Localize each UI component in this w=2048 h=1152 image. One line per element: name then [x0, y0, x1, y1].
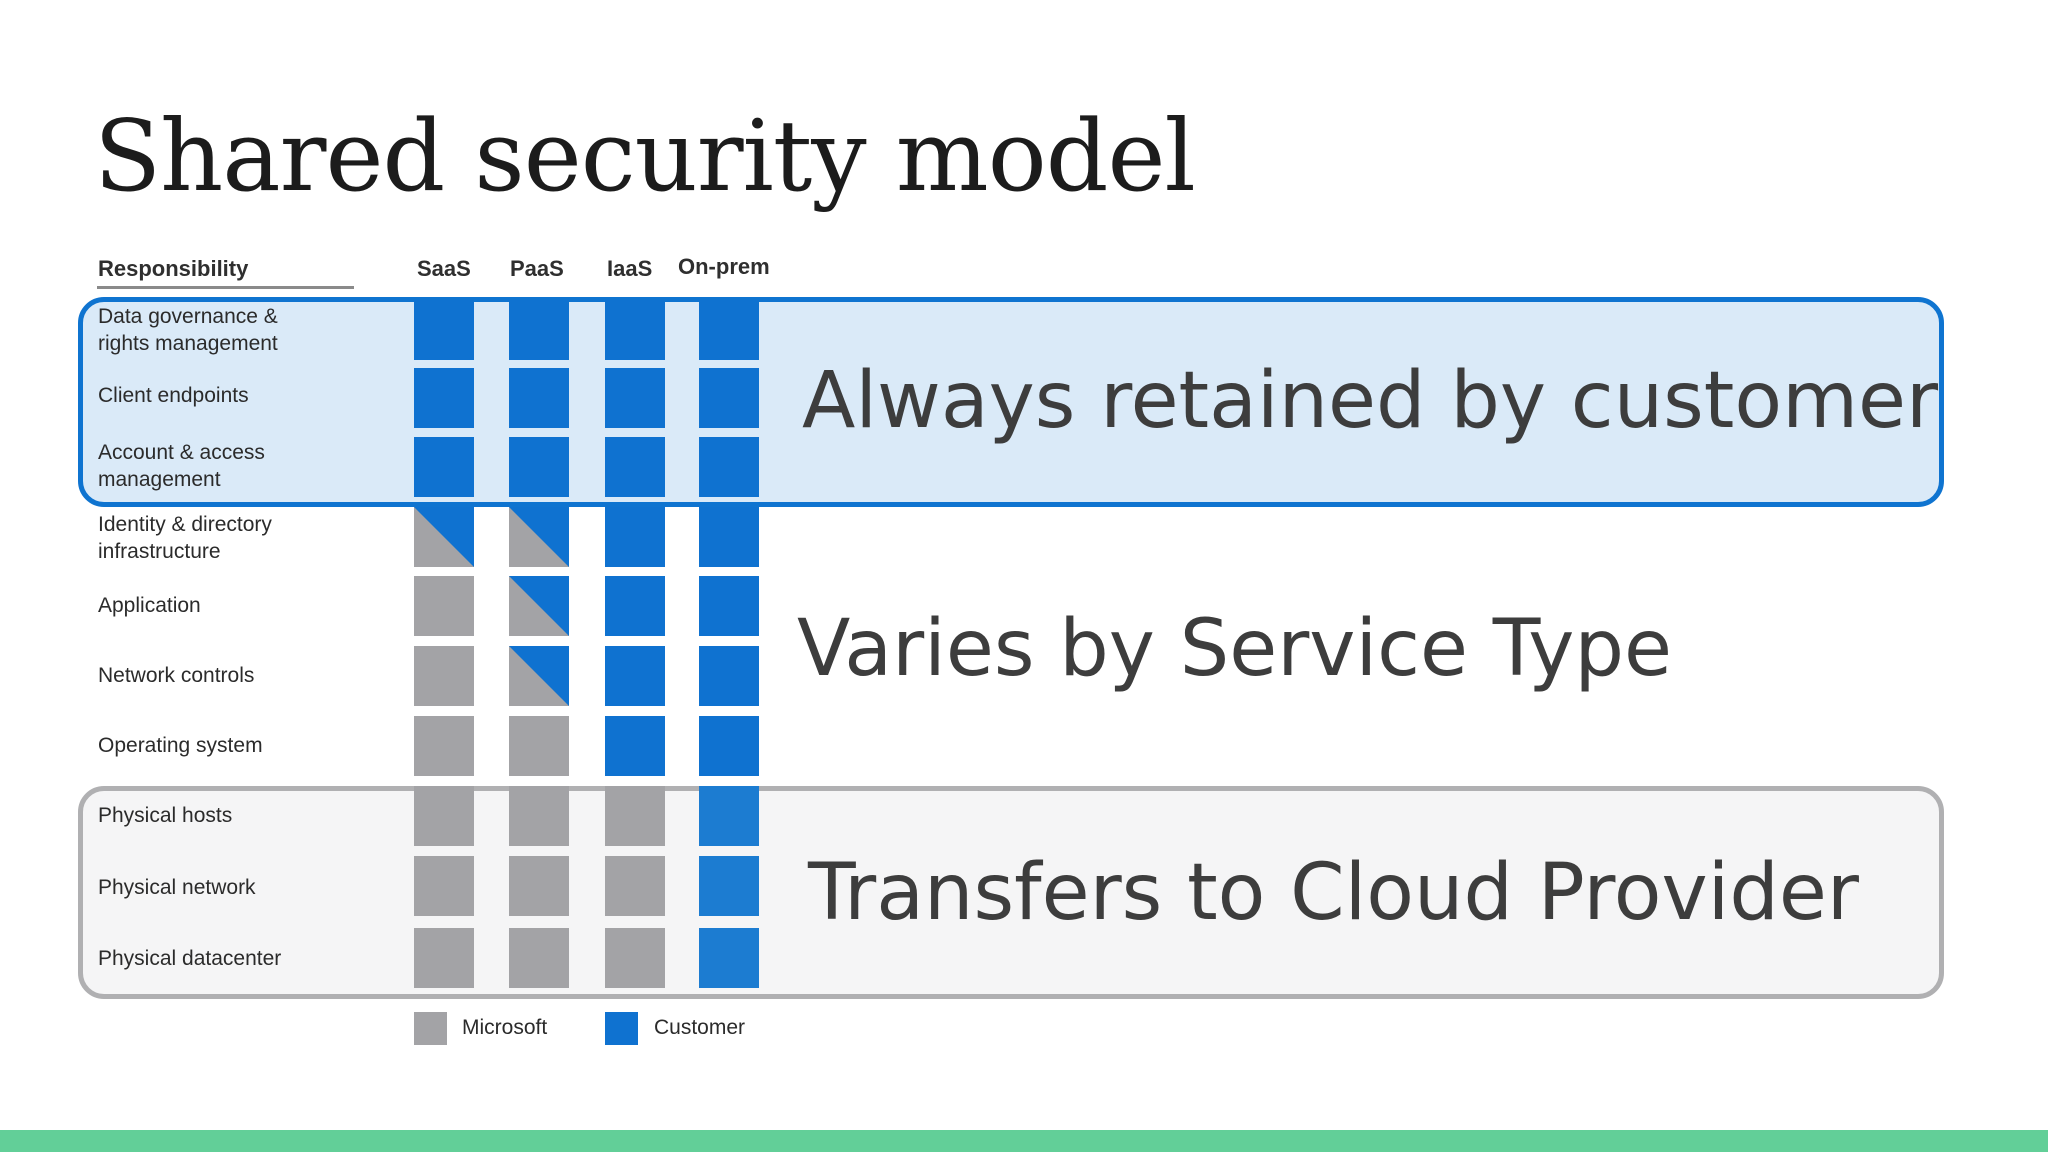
- cell-account-access-management-iaas: [605, 437, 665, 497]
- cell-account-access-management-on-prem: [699, 437, 759, 497]
- cell-network-controls-on-prem: [699, 646, 759, 706]
- row-label-physical-hosts: Physical hosts: [98, 804, 233, 827]
- row-label-network-controls: Network controls: [98, 664, 255, 687]
- cell-data-governance-rights-management-paas: [509, 300, 569, 360]
- cell-physical-network-paas: [509, 856, 569, 916]
- cell-application-paas: [509, 576, 569, 636]
- legend-microsoft-label: Microsoft: [462, 1016, 548, 1039]
- row-label-operating-system: Operating system: [98, 734, 263, 757]
- responsibility-header: Responsibility: [98, 256, 249, 281]
- column-header-saas: SaaS: [417, 256, 471, 281]
- legend-microsoft-swatch: [414, 1012, 447, 1045]
- cell-client-endpoints-paas: [509, 368, 569, 428]
- row-label-account-access-management: Account & access management: [98, 441, 265, 491]
- cell-data-governance-rights-management-iaas: [605, 300, 665, 360]
- footer-accent-bar: [0, 1130, 2048, 1152]
- cell-client-endpoints-saas: [414, 368, 474, 428]
- cell-physical-hosts-on-prem: [699, 786, 759, 846]
- row-label-application: Application: [98, 594, 201, 617]
- cell-operating-system-iaas: [605, 716, 665, 776]
- cell-client-endpoints-on-prem: [699, 368, 759, 428]
- cell-physical-hosts-iaas: [605, 786, 665, 846]
- cell-identity-directory-infrastructure-saas: [414, 507, 474, 567]
- cell-identity-directory-infrastructure-iaas: [605, 507, 665, 567]
- cell-network-controls-saas: [414, 646, 474, 706]
- cell-data-governance-rights-management-on-prem: [699, 300, 759, 360]
- cell-physical-hosts-saas: [414, 786, 474, 846]
- cell-application-on-prem: [699, 576, 759, 636]
- column-header-paas: PaaS: [510, 256, 564, 281]
- legend-customer-swatch: [605, 1012, 638, 1045]
- customer-retained-band: [78, 297, 1944, 507]
- cell-account-access-management-paas: [509, 437, 569, 497]
- cell-operating-system-on-prem: [699, 716, 759, 776]
- cell-client-endpoints-iaas: [605, 368, 665, 428]
- cloud-provider-band: [78, 786, 1944, 999]
- transfers-caption: Transfers to Cloud Provider: [808, 848, 1859, 938]
- row-label-physical-network: Physical network: [98, 876, 256, 899]
- cell-physical-datacenter-iaas: [605, 928, 665, 988]
- header-divider: [97, 286, 354, 289]
- row-label-data-governance-rights-management: Data governance & rights management: [98, 305, 278, 355]
- column-header-on-prem: On-prem: [678, 254, 770, 279]
- cell-network-controls-iaas: [605, 646, 665, 706]
- cell-operating-system-saas: [414, 716, 474, 776]
- legend-customer-label: Customer: [654, 1016, 746, 1039]
- cell-identity-directory-infrastructure-on-prem: [699, 507, 759, 567]
- cell-physical-hosts-paas: [509, 786, 569, 846]
- cell-physical-network-iaas: [605, 856, 665, 916]
- cell-application-iaas: [605, 576, 665, 636]
- row-label-identity-directory-infrastructure: Identity & directory infrastructure: [98, 513, 272, 563]
- cell-identity-directory-infrastructure-paas: [509, 507, 569, 567]
- cell-physical-datacenter-on-prem: [699, 928, 759, 988]
- cell-network-controls-paas: [509, 646, 569, 706]
- cell-physical-datacenter-saas: [414, 928, 474, 988]
- cell-account-access-management-saas: [414, 437, 474, 497]
- cell-data-governance-rights-management-saas: [414, 300, 474, 360]
- always-retained-caption: Always retained by customer: [802, 356, 1939, 446]
- column-header-iaas: IaaS: [607, 256, 653, 281]
- cell-application-saas: [414, 576, 474, 636]
- cell-operating-system-paas: [509, 716, 569, 776]
- cell-physical-network-saas: [414, 856, 474, 916]
- varies-caption: Varies by Service Type: [797, 604, 1672, 694]
- cell-physical-datacenter-paas: [509, 928, 569, 988]
- cell-physical-network-on-prem: [699, 856, 759, 916]
- slide-title: Shared security model: [94, 100, 1196, 214]
- row-label-client-endpoints: Client endpoints: [98, 384, 249, 407]
- row-label-physical-datacenter: Physical datacenter: [98, 947, 282, 970]
